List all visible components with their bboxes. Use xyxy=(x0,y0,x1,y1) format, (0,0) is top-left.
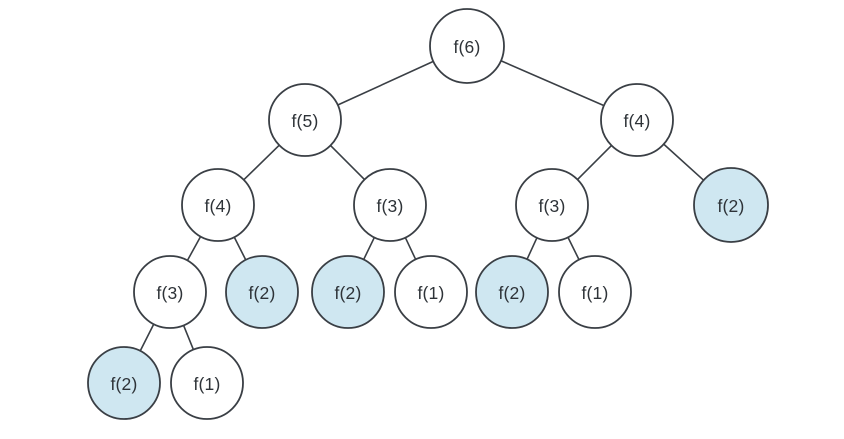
tree-edge xyxy=(500,59,605,107)
node-circle[interactable] xyxy=(394,255,468,329)
tree-node[interactable]: f(6) xyxy=(429,8,505,84)
tree-node[interactable]: f(1) xyxy=(394,255,468,329)
tree-edge xyxy=(242,144,281,181)
node-label: f(2) xyxy=(248,283,275,303)
node-label: f(3) xyxy=(376,196,403,216)
node-circle[interactable] xyxy=(268,83,342,157)
tree-node[interactable]: f(5) xyxy=(268,83,342,157)
tree-edge xyxy=(233,236,247,261)
node-circle[interactable] xyxy=(133,255,207,329)
node-circle[interactable] xyxy=(181,168,255,242)
node-label: f(2) xyxy=(717,196,744,216)
tree-node[interactable]: f(2) xyxy=(225,255,299,329)
tree-edge xyxy=(139,323,155,352)
node-label: f(1) xyxy=(417,283,444,303)
tree-node[interactable]: f(1) xyxy=(170,346,244,420)
tree-edge xyxy=(362,236,376,261)
node-circle[interactable] xyxy=(600,83,674,157)
node-circle-highlighted[interactable] xyxy=(225,255,299,329)
tree-edge xyxy=(336,60,435,106)
node-label: f(3) xyxy=(538,196,565,216)
node-circle[interactable] xyxy=(170,346,244,420)
node-label: f(2) xyxy=(498,283,525,303)
tree-edge xyxy=(404,236,417,261)
tree-node[interactable]: f(2) xyxy=(311,255,385,329)
tree-node[interactable]: f(2) xyxy=(693,167,769,243)
tree-edge xyxy=(526,236,538,261)
tree-node[interactable]: f(3) xyxy=(353,168,427,242)
node-circle-highlighted[interactable] xyxy=(87,346,161,420)
tree-edge xyxy=(186,235,202,262)
node-circle-highlighted[interactable] xyxy=(693,167,769,243)
tree-node[interactable]: f(3) xyxy=(133,255,207,329)
tree-edge xyxy=(662,143,705,181)
tree-edge xyxy=(576,144,613,181)
node-circle-highlighted[interactable] xyxy=(311,255,385,329)
tree-edge xyxy=(182,324,195,351)
node-circle[interactable] xyxy=(558,255,632,329)
node-label: f(1) xyxy=(193,374,220,394)
tree-node[interactable]: f(2) xyxy=(87,346,161,420)
node-circle[interactable] xyxy=(353,168,427,242)
node-label: f(2) xyxy=(110,374,137,394)
node-label: f(6) xyxy=(453,37,480,57)
node-circle-highlighted[interactable] xyxy=(475,255,549,329)
node-label: f(1) xyxy=(581,283,608,303)
node-label: f(3) xyxy=(156,283,183,303)
tree-edge xyxy=(567,236,580,261)
tree-node[interactable]: f(2) xyxy=(475,255,549,329)
node-label: f(2) xyxy=(334,283,361,303)
tree-node[interactable]: f(3) xyxy=(515,168,589,242)
tree-node[interactable]: f(1) xyxy=(558,255,632,329)
node-label: f(5) xyxy=(291,111,318,131)
node-circle[interactable] xyxy=(429,8,505,84)
edges-layer xyxy=(139,59,705,352)
tree-node[interactable]: f(4) xyxy=(181,168,255,242)
tree-node[interactable]: f(4) xyxy=(600,83,674,157)
node-circle[interactable] xyxy=(515,168,589,242)
node-label: f(4) xyxy=(623,111,650,131)
nodes-layer: f(6) f(5) f(4) f(4) f(3) f(3) f(2) f(3) f(2) f(2)… xyxy=(87,8,769,420)
node-label: f(4) xyxy=(204,196,231,216)
tree-edge xyxy=(329,144,366,181)
